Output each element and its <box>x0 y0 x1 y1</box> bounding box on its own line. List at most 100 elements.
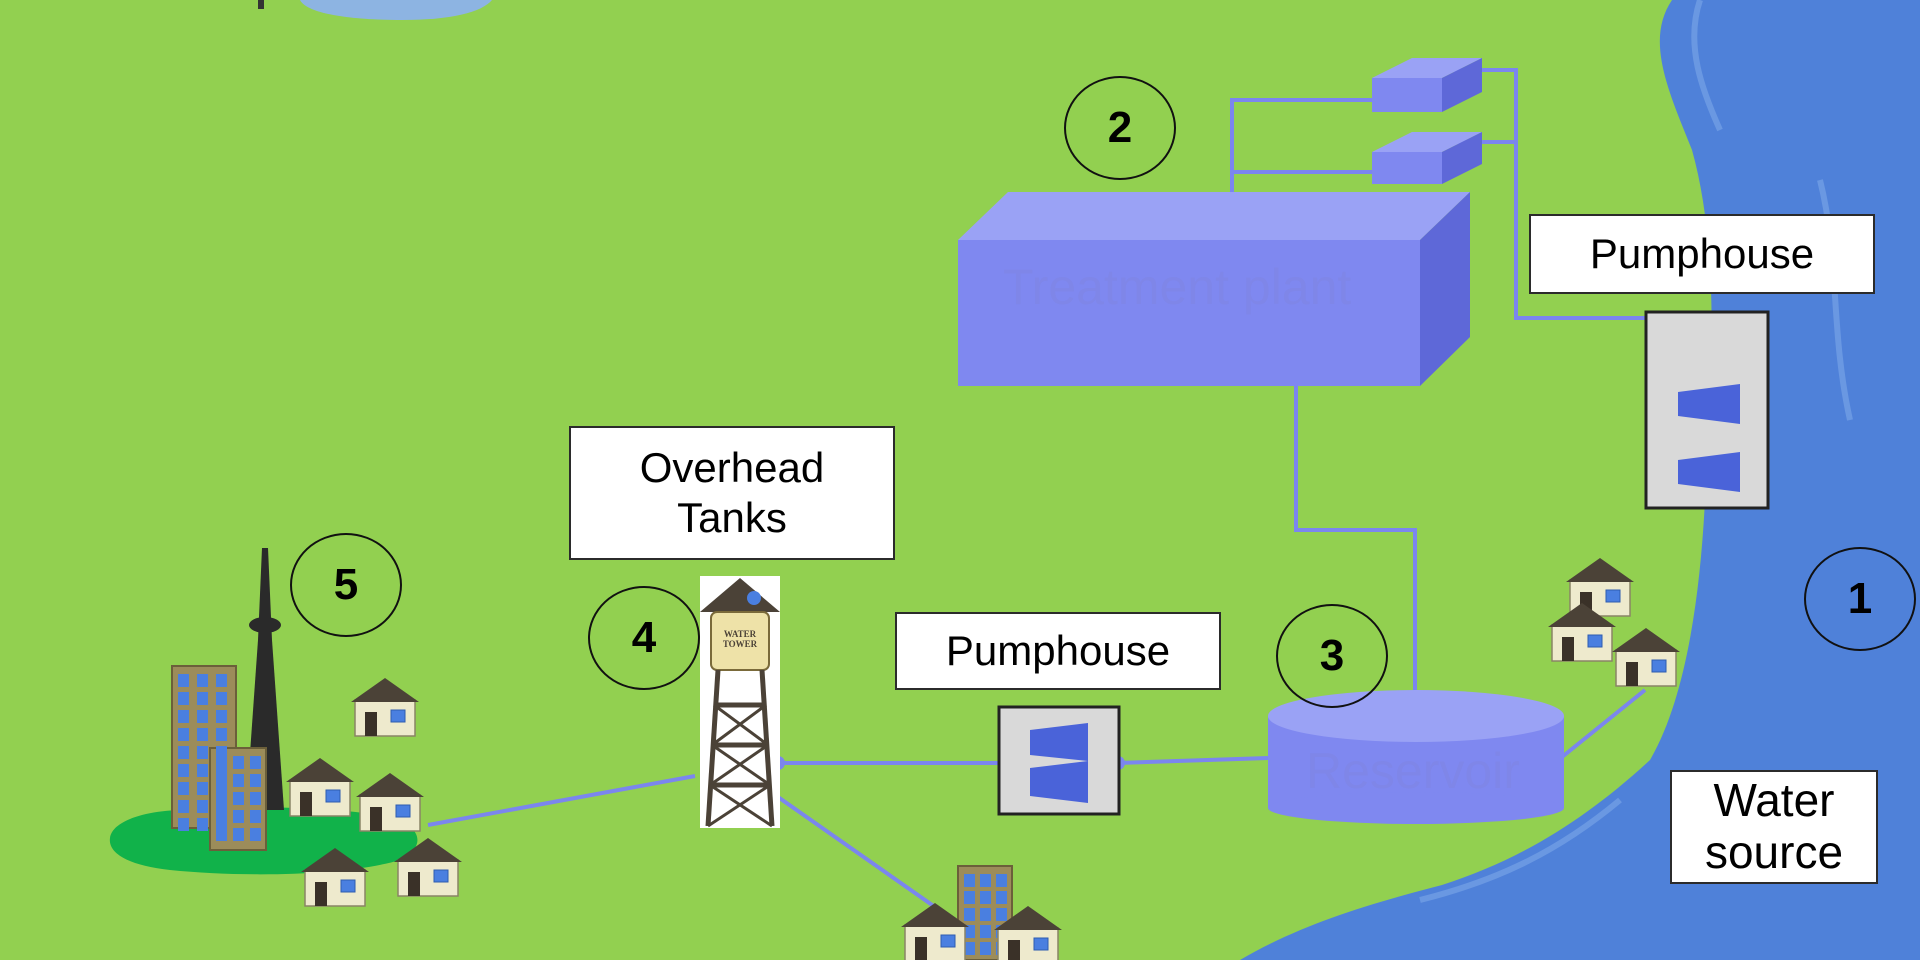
pumphouse-label-middle: Pumphouse <box>895 612 1221 690</box>
building-window <box>216 774 227 787</box>
building-window <box>996 908 1007 921</box>
pumphouse-label-top-text: Pumphouse <box>1589 229 1815 277</box>
building-window <box>250 828 261 841</box>
building-window <box>216 828 227 841</box>
water-source-line2: source <box>1704 826 1844 878</box>
building-window <box>216 692 227 705</box>
pumphouse-label-middle-text: Pumphouse <box>945 626 1171 674</box>
building-window <box>216 746 227 759</box>
building-window <box>980 908 991 921</box>
building-window <box>178 782 189 795</box>
house-icon <box>285 757 355 817</box>
building-window <box>250 792 261 805</box>
building-window <box>197 818 208 831</box>
reservoir-label: Reservoir <box>1306 743 1520 799</box>
overhead-tanks-line2: Tanks <box>677 494 787 541</box>
overhead-tanks-label: Overhead Tanks <box>569 426 895 560</box>
river-ripple <box>1691 0 1723 132</box>
building-window <box>964 874 975 887</box>
building-window <box>980 874 991 887</box>
treatment-plant <box>958 192 1470 386</box>
marker-1: 1 <box>1804 547 1916 651</box>
building-window <box>178 746 189 759</box>
overhead-tanks-line1: Overhead <box>639 443 825 491</box>
river-ripple-2 <box>1817 179 1853 421</box>
pump-icon <box>1030 723 1088 761</box>
building-window <box>178 728 189 741</box>
water-source-line1: Water <box>1713 774 1835 827</box>
building-window <box>178 710 189 723</box>
building-window <box>197 710 208 723</box>
water-tower-sign-line1: WATER <box>723 629 757 639</box>
pipe-reservoir-to-houses <box>1560 688 1647 759</box>
building-window <box>964 925 975 938</box>
building-window <box>996 874 1007 887</box>
pipes <box>427 68 1652 909</box>
pump-icon <box>1678 452 1740 492</box>
building-window <box>216 800 227 813</box>
pipe-plant-to-reservoir <box>1294 385 1417 693</box>
building-window <box>197 728 208 741</box>
pipe-reservoir-to-pumphouse <box>1117 756 1269 765</box>
building-window <box>216 674 227 687</box>
building-window <box>233 828 244 841</box>
treatment-plant-label: Treatment plant <box>1003 259 1352 315</box>
building-window <box>996 891 1007 904</box>
building-window <box>964 891 975 904</box>
building-window <box>178 764 189 777</box>
building-window <box>216 792 227 805</box>
lake-top <box>300 0 492 20</box>
building-window <box>250 756 261 769</box>
storage-tank-2 <box>1372 132 1482 184</box>
river-ripple-3 <box>1419 797 1622 903</box>
building-window <box>216 710 227 723</box>
building-window <box>197 674 208 687</box>
building-window <box>233 756 244 769</box>
building-window <box>233 774 244 787</box>
building-window <box>216 756 227 769</box>
building-window <box>197 692 208 705</box>
building-window <box>178 674 189 687</box>
pumphouse-label-top: Pumphouse <box>1529 214 1875 294</box>
building-window <box>216 782 227 795</box>
house-icon <box>355 772 425 832</box>
building-window <box>216 818 227 831</box>
pump-icon <box>1678 384 1740 424</box>
marker-4: 4 <box>588 586 700 690</box>
building-window <box>233 810 244 823</box>
building-window <box>964 942 975 955</box>
pump-icon <box>1030 761 1088 803</box>
building-window <box>197 746 208 759</box>
building-window <box>216 764 227 777</box>
building-window <box>197 764 208 777</box>
building-window <box>980 925 991 938</box>
building-window <box>250 774 261 787</box>
building-window <box>197 800 208 813</box>
pumphouse-right <box>1644 310 1770 510</box>
water-source-label: Water source <box>1670 770 1878 884</box>
building-window <box>250 810 261 823</box>
pipe-plant-to-tanks <box>1230 98 1385 192</box>
building-window <box>233 792 244 805</box>
top-left-pole <box>258 0 264 9</box>
building-window <box>216 728 227 741</box>
building-window <box>178 800 189 813</box>
building-window <box>216 810 227 823</box>
storage-tank-1 <box>1372 58 1482 112</box>
marker-5: 5 <box>290 533 402 637</box>
marker-3: 3 <box>1276 604 1388 708</box>
building-window <box>178 818 189 831</box>
pumphouse-middle <box>997 705 1121 816</box>
house-icon <box>1611 627 1681 687</box>
building-window <box>980 891 991 904</box>
pipe-tower-to-city <box>427 774 696 827</box>
building-window <box>964 908 975 921</box>
water-tower-sign-line2: TOWER <box>722 638 758 649</box>
building-window <box>178 692 189 705</box>
building-window <box>197 782 208 795</box>
building-window <box>980 942 991 955</box>
house-icon <box>350 677 420 737</box>
marker-2: 2 <box>1064 76 1176 180</box>
